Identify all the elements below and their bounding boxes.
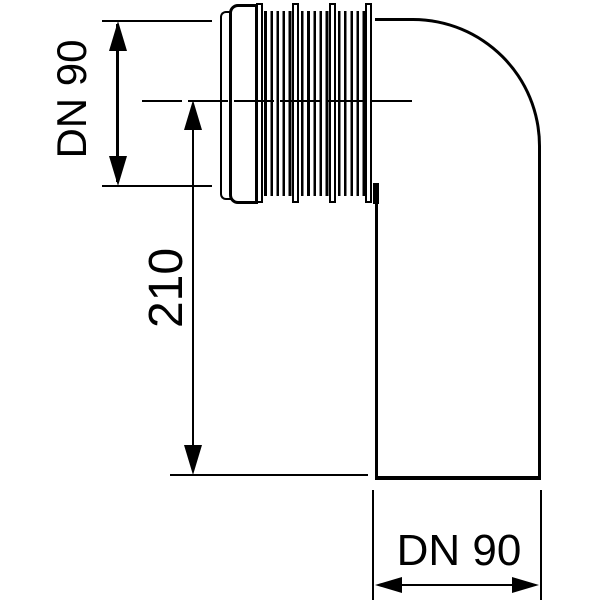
arrowhead-right-icon (511, 576, 539, 593)
arrowhead-left-icon (375, 576, 402, 593)
corrugation-crest (256, 3, 263, 203)
extension-line-outlet-right (539, 490, 542, 600)
dimension-line-outlet (399, 584, 515, 587)
arrowhead-down-icon (108, 156, 127, 186)
extension-line-offset-bottom (170, 473, 368, 476)
corrugation-crest (292, 3, 299, 203)
elbow-bend-outline (375, 18, 541, 480)
outlet-pipe-left-edge (375, 184, 378, 480)
dimension-line-offset (192, 104, 195, 445)
dimension-label-offset-length: 210 (140, 247, 193, 329)
pipe-junction-mark (372, 183, 379, 204)
socket-collar (229, 4, 258, 204)
extension-line-inlet-top (102, 19, 212, 22)
dimension-line-inlet (116, 24, 119, 182)
corrugated-section (258, 11, 375, 196)
dimension-label-outlet-diameter: DN 90 (396, 526, 522, 575)
arrowhead-down-icon (184, 445, 202, 475)
extension-line-outlet-left (371, 490, 374, 600)
outlet-pipe-bottom-edge (375, 476, 540, 480)
corrugation-crest (365, 3, 372, 203)
arrowhead-up-icon (184, 100, 202, 130)
arrowhead-up-icon (108, 21, 127, 51)
centerline (142, 99, 417, 102)
corrugation-crest (329, 3, 336, 203)
dimension-label-inlet-diameter: DN 90 (48, 39, 95, 159)
extension-line-inlet-bottom (102, 185, 212, 188)
